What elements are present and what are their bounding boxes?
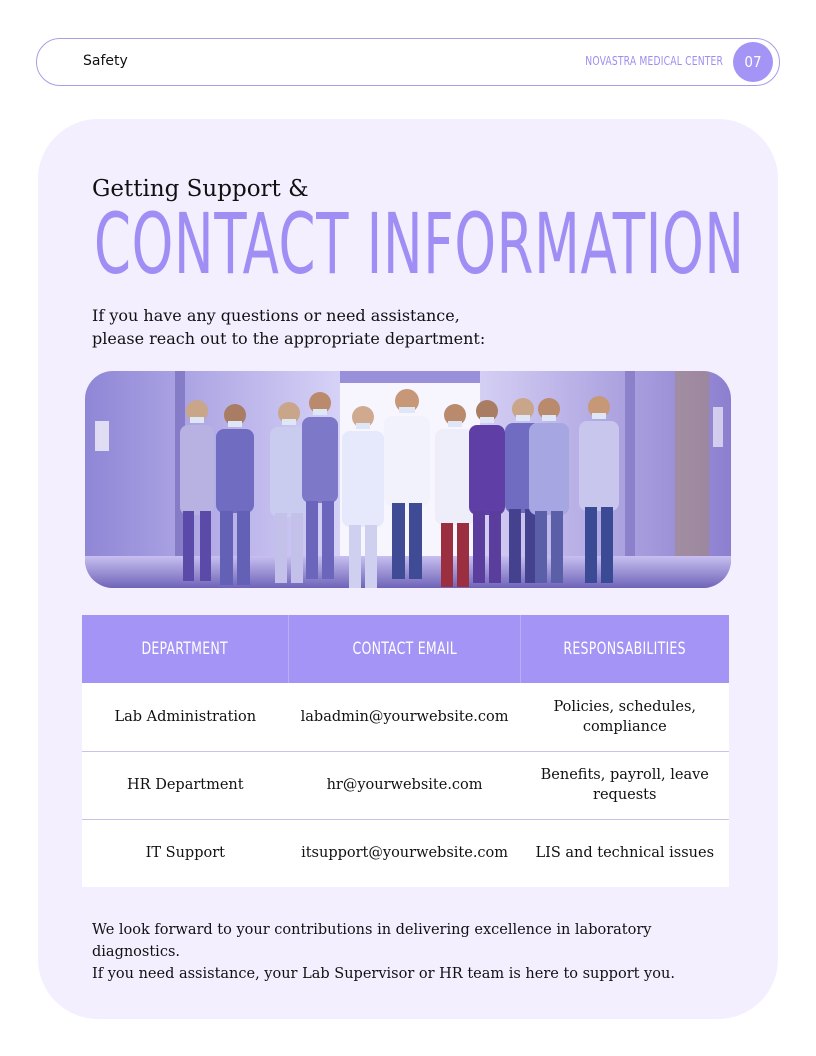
header-responsibilities: RESPONSABILITIES bbox=[520, 615, 729, 683]
department-cell: Lab Administration bbox=[82, 683, 289, 752]
intro-line-2: please reach out to the appropriate depa… bbox=[92, 329, 486, 348]
closing-line-2: If you need assistance, your Lab Supervi… bbox=[92, 966, 675, 982]
page-title: CONTACT INFORMATION bbox=[94, 195, 745, 293]
email-cell: hr@yourwebsite.com bbox=[288, 751, 521, 820]
responsibility-cell: LIS and technical issues bbox=[535, 845, 715, 862]
intro-line-1: If you have any questions or need assist… bbox=[92, 306, 460, 325]
responsibility-cell: Benefits, payroll, leave requests bbox=[520, 751, 729, 820]
company-name: NOVASTRA MEDICAL CENTER bbox=[585, 53, 723, 68]
department-cell: HR Department bbox=[82, 751, 289, 820]
closing-line-1: We look forward to your contributions in… bbox=[92, 922, 652, 960]
team-photo-illustration bbox=[85, 371, 731, 588]
table-header-row: DEPARTMENT CONTACT EMAIL RESPONSABILITIE… bbox=[82, 615, 729, 683]
page-header: Safety NOVASTRA MEDICAL CENTER 07 bbox=[36, 38, 780, 86]
responsibility-cell: Policies, schedules, compliance bbox=[520, 683, 729, 752]
team-photo bbox=[85, 371, 731, 588]
department-cell: IT Support bbox=[145, 845, 225, 862]
closing-text: We look forward to your contributions in… bbox=[92, 919, 732, 985]
intro-text: If you have any questions or need assist… bbox=[92, 304, 552, 350]
email-cell: labadmin@yourwebsite.com bbox=[288, 683, 521, 752]
eyebrow-heading: Getting Support & bbox=[92, 176, 309, 202]
email-cell: itsupport@yourwebsite.com bbox=[301, 845, 509, 862]
table-row: IT Support itsupport@yourwebsite.com LIS… bbox=[82, 819, 729, 887]
header-department: DEPARTMENT bbox=[82, 615, 290, 683]
section-label: Safety bbox=[83, 53, 128, 69]
contact-table: DEPARTMENT CONTACT EMAIL RESPONSABILITIE… bbox=[82, 615, 729, 887]
table-row: Lab Administration labadmin@yourwebsite.… bbox=[82, 683, 729, 752]
header-contact-email: CONTACT EMAIL bbox=[288, 615, 522, 683]
table-row: HR Department hr@yourwebsite.com Benefit… bbox=[82, 751, 729, 820]
page-number-badge: 07 bbox=[733, 42, 773, 82]
